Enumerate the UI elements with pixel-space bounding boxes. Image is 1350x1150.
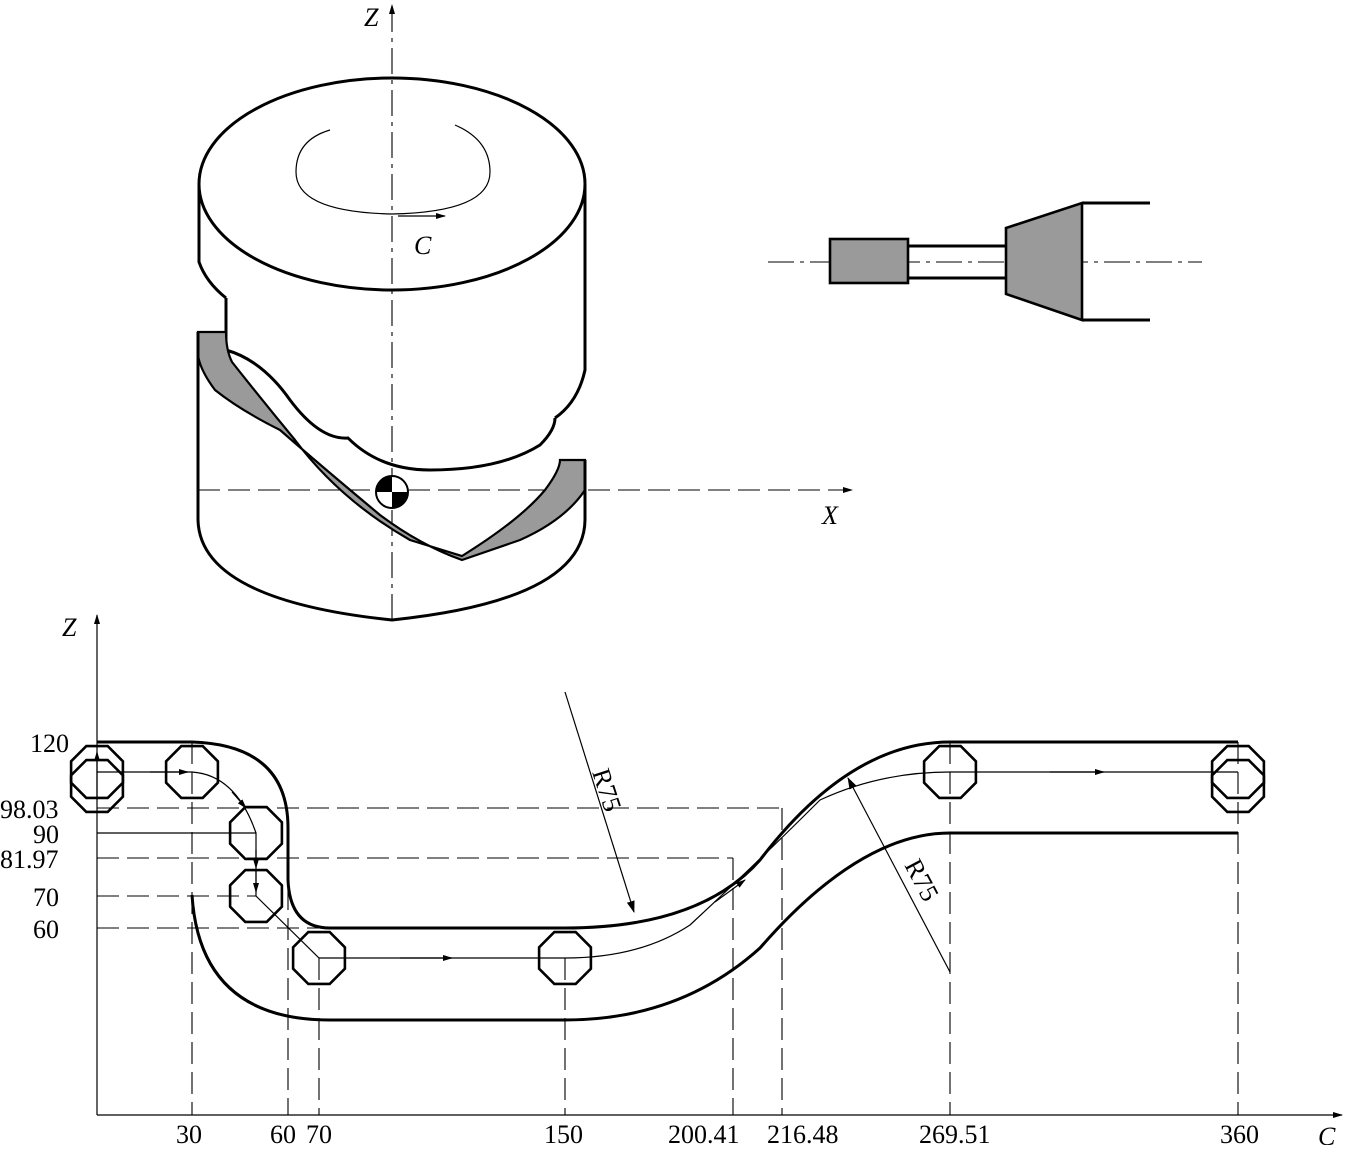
origin-symbol-icon (375, 475, 409, 509)
groove-upper-edge (224, 298, 557, 472)
tool-position-octagon-2 (164, 744, 220, 800)
z-tick-60: 60 (33, 915, 59, 944)
path-arrow-6 (714, 879, 746, 903)
path-arrow-2 (231, 791, 247, 809)
tool-holder-cone (1004, 201, 1084, 322)
z-tick-81.97: 81.97 (0, 845, 59, 874)
tool-position-octagon-9 (1210, 758, 1266, 814)
tool-position-octagon-4 (228, 868, 284, 924)
tool-cutter (828, 237, 910, 285)
z-tick-90: 90 (33, 820, 59, 849)
unrolled-z-label: Z (62, 613, 77, 642)
tool-position-octagon-5 (291, 930, 347, 986)
groove-upper-boundary (97, 740, 1238, 930)
tool-position-octagon-6 (537, 930, 593, 986)
c-tick-70: 70 (306, 1120, 332, 1145)
r75-leader-2 (847, 777, 951, 973)
isometric-view: Z X C (196, 3, 853, 622)
top-cylinder-right-edge (554, 184, 587, 420)
groove-lower-boundary (190, 831, 1238, 1022)
tool-holder-body (1082, 201, 1150, 322)
rotation-arc (295, 124, 491, 215)
iso-z-label: Z (364, 3, 379, 32)
c-tick-216.48: 216.48 (767, 1120, 839, 1145)
c-tick-60: 60 (270, 1120, 296, 1145)
z-tick-98.03: 98.03 (0, 795, 59, 824)
unrolled-view: Z C R75 (0, 613, 1343, 1150)
top-cylinder-left-edge (197, 184, 227, 300)
c-tick-360: 360 (1220, 1120, 1259, 1145)
c-tick-269.51: 269.51 (919, 1120, 991, 1145)
iso-x-label: X (821, 501, 839, 530)
tool-center-path (97, 771, 1238, 959)
r75-leader-1 (564, 691, 635, 913)
z-tick-120: 120 (30, 729, 69, 758)
tool-position-octagon-8 (1210, 744, 1266, 800)
tool-positions (69, 744, 1266, 986)
tool-position-octagon-1 (69, 758, 125, 814)
cutting-tool-icon (768, 201, 1202, 322)
c-tick-150: 150 (544, 1120, 583, 1145)
r75-label-2: R75 (899, 854, 945, 906)
unrolled-c-label: C (1318, 1122, 1336, 1145)
groove-band (196, 330, 587, 562)
c-tick-30: 30 (176, 1120, 202, 1145)
rotation-label: C (414, 231, 432, 260)
tool-position-octagon-7 (922, 744, 978, 800)
tool-shank (908, 244, 1006, 280)
tool-position-octagon-3 (228, 805, 284, 861)
lower-cylinder (196, 332, 587, 622)
z-tick-70: 70 (33, 883, 59, 912)
tool-position-octagon-0 (69, 744, 125, 800)
c-tick-200.41: 200.41 (668, 1120, 740, 1145)
